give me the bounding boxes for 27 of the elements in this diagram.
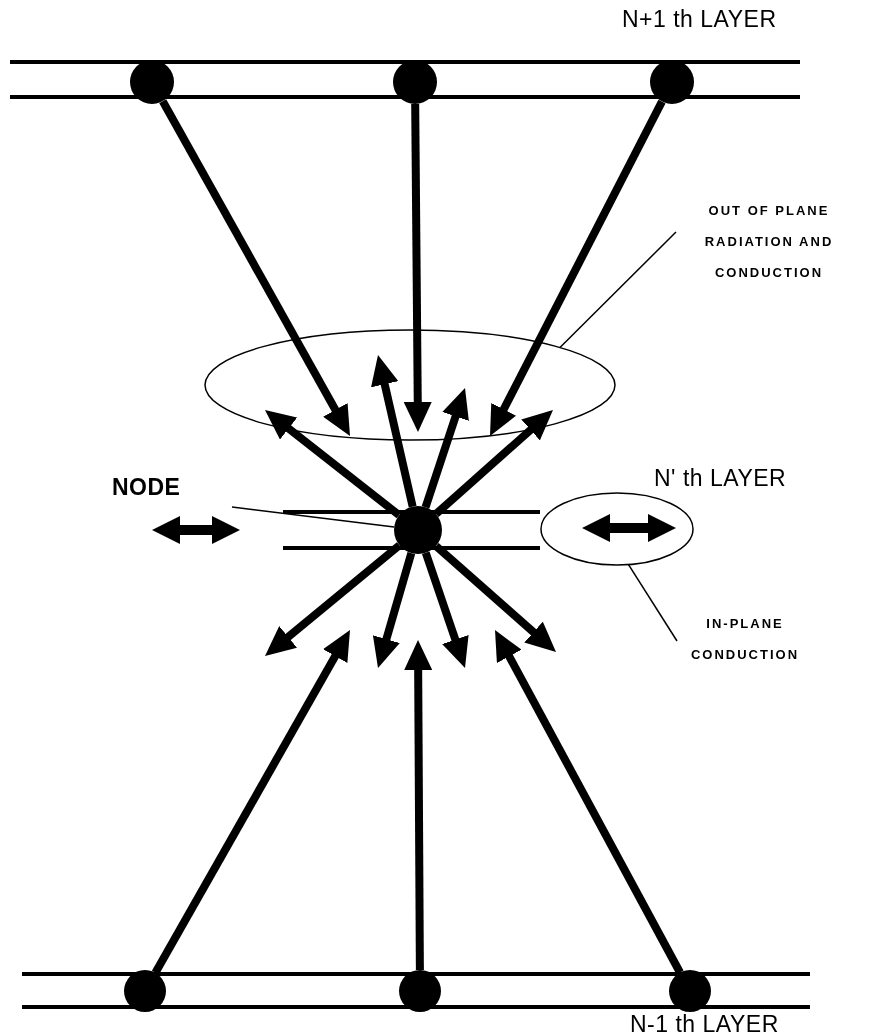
layer-label: N-1 th LAYER — [630, 1011, 779, 1036]
region-ellipse — [204, 329, 616, 441]
leader-line — [627, 563, 678, 642]
arrow — [265, 542, 402, 656]
arrow — [372, 551, 416, 668]
region-ellipse — [540, 492, 694, 566]
arrow — [159, 99, 350, 436]
callout-text: IN-PLANE CONDUCTION — [680, 608, 810, 670]
arrow — [403, 103, 432, 432]
layer-node-dot — [669, 970, 711, 1012]
layer-label: N+1 th LAYER — [622, 6, 777, 33]
layer-node-dot — [124, 970, 166, 1012]
callout-text: OUT OF PLANE RADIATION AND CONDUCTION — [680, 195, 858, 288]
leader-line — [559, 231, 677, 349]
arrow — [433, 542, 556, 652]
arrow — [495, 630, 684, 975]
arrow — [265, 410, 402, 519]
arrow — [421, 388, 469, 509]
layer-node-dot — [399, 970, 441, 1012]
leader-line — [231, 506, 395, 528]
arrow — [404, 640, 433, 971]
arrow — [151, 630, 350, 975]
arrow — [371, 355, 417, 508]
callout-text: NODE — [112, 474, 222, 501]
arrow — [421, 551, 469, 668]
layer-label: N' th LAYER — [654, 465, 787, 492]
arrow — [490, 99, 666, 436]
